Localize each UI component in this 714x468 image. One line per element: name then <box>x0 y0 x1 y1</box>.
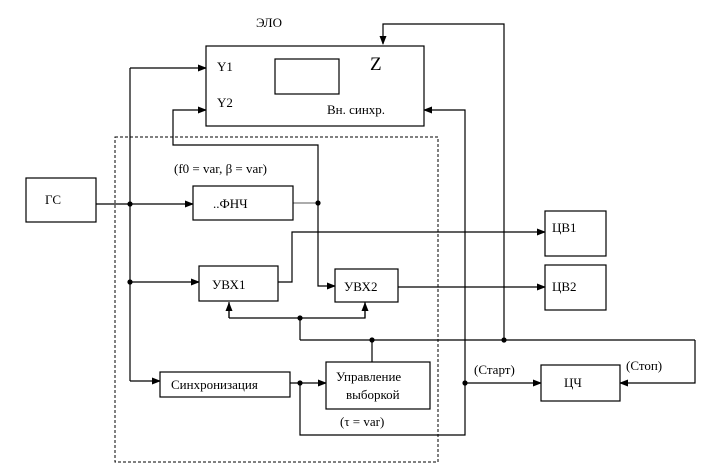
input-y2-label: Y2 <box>217 95 233 110</box>
stop-label: (Стоп) <box>626 358 662 373</box>
voltmeter-1-label: ЦВ1 <box>552 220 577 235</box>
input-z-label: Z <box>370 54 382 75</box>
ext-sync-label: Вн. синхр. <box>327 102 385 117</box>
tau-note: (τ = var) <box>340 414 384 429</box>
sample-hold-1-block: УВХ1 <box>198 265 279 302</box>
filter-params-note: (f0 = var, β = var) <box>174 161 267 176</box>
sample-hold-1-label: УВХ1 <box>212 277 245 292</box>
frequency-meter-label: ЦЧ <box>564 375 582 390</box>
generator-label: ГС <box>45 192 61 207</box>
connections <box>96 23 696 436</box>
sync-label: Синхронизация <box>171 377 258 392</box>
oscilloscope-screen <box>274 58 340 95</box>
lowpass-filter-label: ..ФНЧ <box>213 196 248 211</box>
lowpass-filter-block: ..ФНЧ <box>192 185 294 221</box>
start-label: (Старт) <box>474 362 515 377</box>
sample-hold-2-block: УВХ2 <box>334 268 399 303</box>
sample-hold-2-label: УВХ2 <box>344 279 377 294</box>
oscilloscope-title: ЭЛО <box>256 15 282 30</box>
oscilloscope-block: ЭЛО Y1 Y2 Z Вн. синхр. <box>205 15 425 127</box>
generator-block: ГС <box>25 177 97 223</box>
sampling-control-label-line2: выборкой <box>346 387 400 402</box>
sync-block: Синхронизация <box>159 371 291 398</box>
voltmeter-2-label: ЦВ2 <box>552 279 577 294</box>
measurement-unit-boundary <box>114 136 439 463</box>
junction-dots <box>127 200 507 386</box>
sampling-control-label-line1: Управление <box>336 369 401 384</box>
input-y1-label: Y1 <box>217 59 233 74</box>
frequency-meter-block: ЦЧ <box>540 364 621 402</box>
voltmeter-2-block: ЦВ2 <box>544 264 607 311</box>
sampling-control-block: Управление выборкой <box>325 361 431 410</box>
voltmeter-1-block: ЦВ1 <box>544 210 607 257</box>
